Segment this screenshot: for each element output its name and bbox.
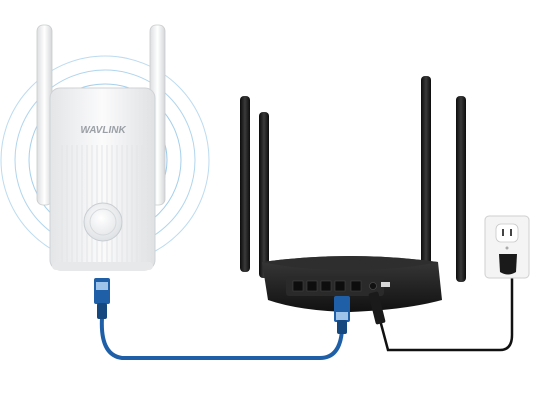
router-port-4 (334, 280, 346, 292)
router-antenna-4 (456, 96, 466, 282)
router-power-jack (369, 282, 377, 290)
extender-brand-logo: WAVLINK (80, 125, 126, 136)
router-port-2 (306, 280, 318, 292)
ethernet-plug-router (334, 296, 350, 334)
power-plug-outlet (499, 254, 517, 275)
ethernet-cable-wire (99, 316, 344, 360)
router (262, 256, 442, 312)
router-antennas (240, 76, 466, 282)
ethernet-plug-extender (94, 278, 110, 319)
router-reset-label (381, 282, 390, 287)
router-antenna-3 (421, 76, 431, 274)
router-wan-port (350, 280, 362, 292)
extender-bottom-edge (52, 262, 153, 270)
power-plug-router (368, 291, 386, 325)
router-lan-ports (292, 280, 362, 292)
outlet-screw (505, 246, 509, 250)
wall-outlet (484, 215, 530, 279)
router-top-panel (262, 256, 438, 270)
power-cable (368, 270, 514, 352)
ethernet-cable (94, 278, 350, 360)
router-port-1 (292, 280, 304, 292)
outlet-socket-top (495, 223, 519, 243)
wifi-extender: WAVLINK (49, 87, 156, 271)
router-port-3 (320, 280, 332, 292)
router-antenna-2 (259, 112, 269, 278)
power-cable-wire (378, 270, 514, 352)
extender-button-ring (89, 208, 117, 236)
router-antenna-1 (240, 96, 250, 272)
